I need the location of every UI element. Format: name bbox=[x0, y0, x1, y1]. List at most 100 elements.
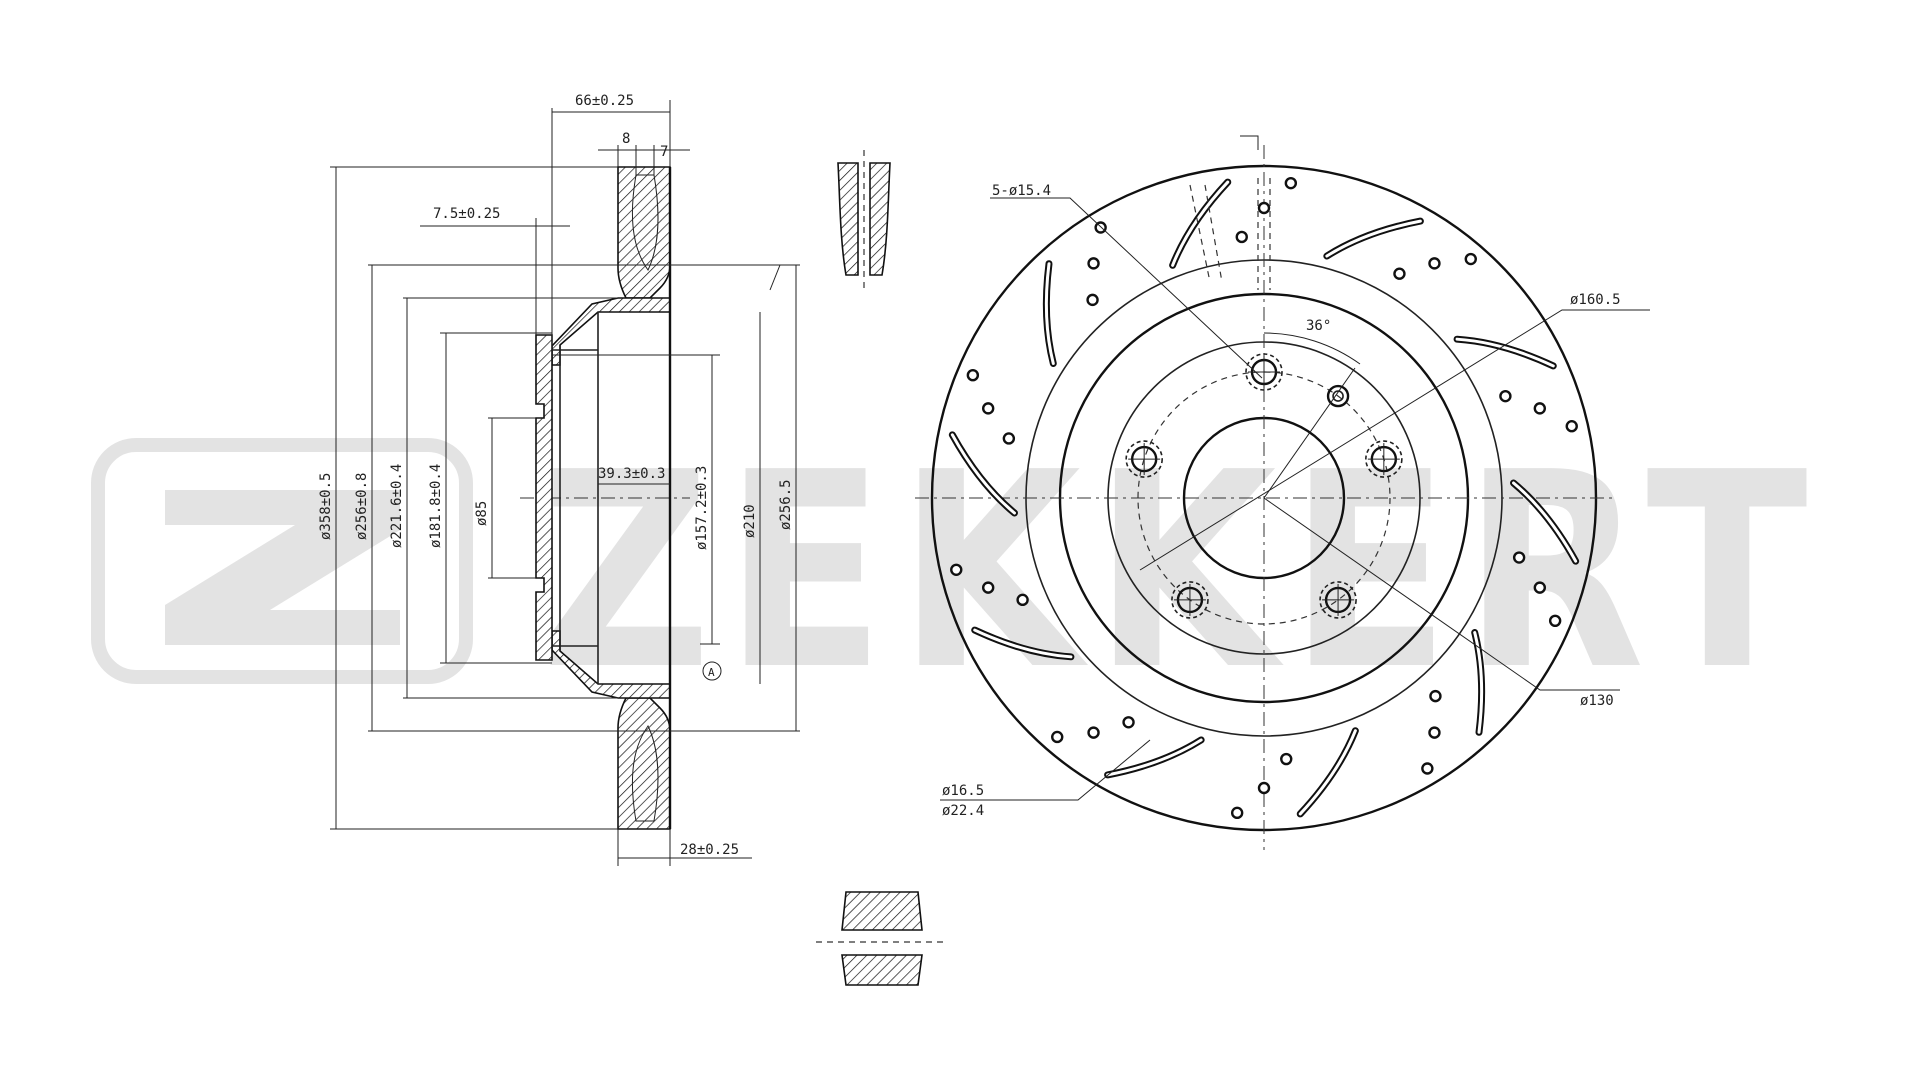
front-view: 5-ø15.4 ø160.5 36° ø130 ø16.5 ø22.4 bbox=[915, 135, 1650, 850]
dim-210: ø210 bbox=[742, 504, 758, 538]
drill-hole bbox=[1284, 176, 1298, 190]
dim-358: ø358±0.5 bbox=[318, 473, 334, 540]
leader-d130 bbox=[1263, 497, 1620, 691]
drill-hole bbox=[1051, 730, 1064, 744]
dim-angle: 36° bbox=[1306, 318, 1331, 334]
drill-hole bbox=[1257, 781, 1271, 795]
friction-ring-top bbox=[617, 166, 671, 299]
watermark-text: ZEKKERT bbox=[540, 414, 1820, 729]
brake-slot bbox=[1296, 727, 1359, 818]
brake-slot bbox=[1453, 335, 1557, 370]
dim-85: ø85 bbox=[474, 501, 490, 526]
drill-hole bbox=[1429, 689, 1442, 703]
dim-7-5: 7.5±0.25 bbox=[433, 206, 500, 222]
drill-hole bbox=[1533, 402, 1547, 415]
drill-hole bbox=[1464, 252, 1477, 266]
drill-hole bbox=[1086, 293, 1099, 307]
drill-hole bbox=[981, 581, 995, 594]
brake-slot-inner bbox=[950, 433, 1016, 515]
drill-hole bbox=[1016, 593, 1029, 607]
vent-detail-bottom bbox=[816, 891, 946, 986]
runout-leader bbox=[769, 264, 781, 291]
drill-hole bbox=[1533, 581, 1547, 594]
leader-bolt-holes bbox=[990, 197, 1263, 379]
dim-16-5: ø16.5 bbox=[942, 783, 984, 799]
drill-hole bbox=[1230, 806, 1244, 820]
brake-slot bbox=[1169, 178, 1232, 269]
locating-hole bbox=[1326, 384, 1350, 408]
brake-slot bbox=[1323, 217, 1424, 260]
section-marker bbox=[1240, 135, 1259, 150]
drill-hole bbox=[1087, 257, 1100, 270]
angle-ref-1 bbox=[1263, 367, 1356, 499]
dim-8: 8 bbox=[622, 131, 630, 147]
vent-detail-top bbox=[837, 150, 891, 290]
brake-slot-inner bbox=[1106, 738, 1203, 777]
drill-hole bbox=[1122, 716, 1135, 729]
side-section-view: 66±0.25 8 7 7.5±0.25 28±0.25 39.3±0.3 A … bbox=[318, 93, 800, 866]
dim-181: ø181.8±0.4 bbox=[428, 464, 444, 548]
watermark-logo-z bbox=[165, 490, 400, 645]
drill-hole bbox=[1565, 420, 1578, 433]
drill-hole bbox=[1280, 752, 1293, 766]
drill-hole bbox=[950, 563, 963, 576]
brake-slot-inner bbox=[973, 628, 1073, 659]
brake-slot-inner bbox=[1473, 631, 1484, 734]
dim-7: 7 bbox=[660, 144, 668, 160]
drill-hole bbox=[1087, 726, 1100, 739]
datum-a-circle bbox=[702, 661, 722, 681]
hub-plate bbox=[535, 334, 553, 661]
bolt-hole-outer bbox=[1171, 581, 1209, 619]
bolt-hole-outer bbox=[1125, 440, 1163, 478]
dim-256-8: ø256±0.8 bbox=[354, 473, 370, 540]
cross-drill-holes bbox=[950, 176, 1578, 820]
brake-slot bbox=[1104, 736, 1205, 779]
drill-hole bbox=[1393, 267, 1406, 280]
brake-slot-inner bbox=[1512, 481, 1578, 563]
bolt-holes bbox=[1125, 178, 1403, 619]
vent-detail-top-right bbox=[869, 162, 891, 276]
dim-28: 28±0.25 bbox=[680, 842, 739, 858]
brake-slot-inner bbox=[1298, 729, 1357, 816]
dim-221: ø221.6±0.4 bbox=[389, 464, 405, 548]
bolt-hole-outer bbox=[1365, 440, 1403, 478]
dim-256-5: ø256.5 bbox=[778, 479, 794, 530]
drill-hole bbox=[1428, 257, 1441, 270]
brake-slot-inner bbox=[1455, 337, 1555, 368]
vane-top bbox=[631, 174, 659, 271]
vent-detail-top-left bbox=[837, 162, 859, 276]
vent-detail-bottom-upper bbox=[841, 891, 923, 931]
angle-arc bbox=[1263, 332, 1361, 365]
locating-hole-inner bbox=[1332, 390, 1344, 402]
brake-slot-inner bbox=[1171, 180, 1230, 267]
drill-hole bbox=[981, 402, 995, 415]
cross-slots bbox=[948, 178, 1580, 818]
watermark-logo-frame bbox=[91, 438, 473, 684]
dim-160: ø160.5 bbox=[1570, 292, 1621, 308]
dim-157: ø157.2±0.3 bbox=[694, 466, 710, 550]
drill-hole bbox=[966, 368, 980, 382]
vane-bottom bbox=[631, 725, 659, 822]
dim-39-3: 39.3±0.3 bbox=[598, 466, 665, 482]
dim-130: ø130 bbox=[1580, 693, 1614, 709]
dim-bolt-holes: 5-ø15.4 bbox=[992, 183, 1051, 199]
section-hidden-hole bbox=[1257, 178, 1271, 290]
drill-hole bbox=[1002, 432, 1016, 445]
drill-hole bbox=[1428, 726, 1441, 739]
pcd-circle bbox=[1137, 371, 1391, 625]
brake-slot-inner bbox=[1325, 219, 1422, 258]
brake-slot-inner bbox=[1044, 262, 1055, 365]
drill-hole bbox=[1235, 230, 1248, 244]
leader-d160 bbox=[1139, 309, 1650, 571]
dim-22-4: ø22.4 bbox=[942, 803, 984, 819]
datum-a-label: A bbox=[708, 666, 715, 679]
drill-hole bbox=[1548, 614, 1562, 628]
drill-hole bbox=[1512, 551, 1526, 564]
vent-detail-bottom-lower bbox=[841, 954, 923, 986]
drill-hole bbox=[1499, 389, 1512, 403]
leader-d16 bbox=[940, 739, 1151, 801]
bolt-hole-outer bbox=[1245, 353, 1283, 391]
friction-ring-bottom bbox=[617, 697, 671, 830]
drill-hole bbox=[1421, 762, 1434, 775]
